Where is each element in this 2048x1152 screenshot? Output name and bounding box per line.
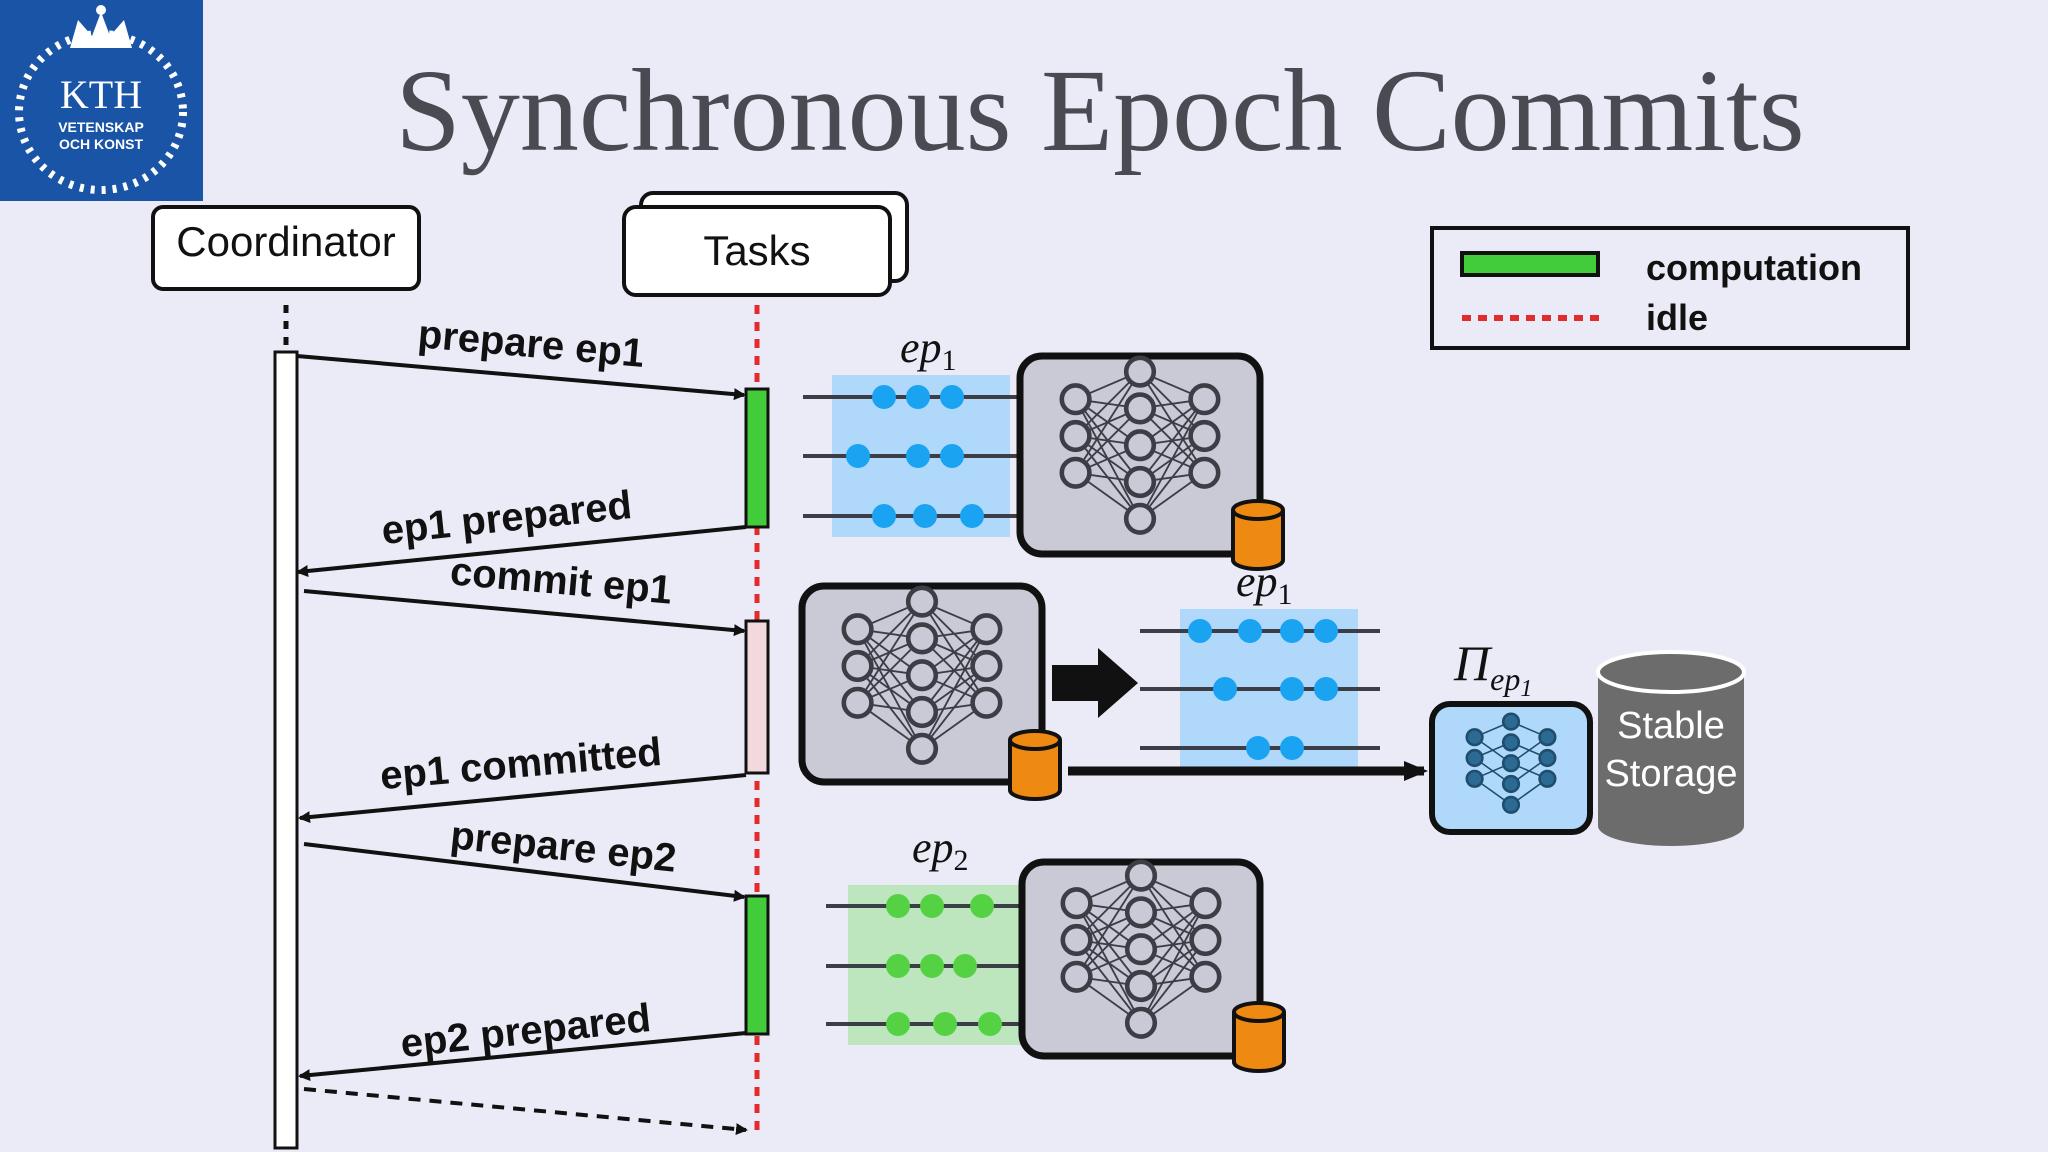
stage-commit-ep1: ep1 Πep1 — [798, 557, 1746, 846]
model-box-ep2 — [1018, 858, 1264, 1060]
forward-arrow-icon — [1052, 648, 1138, 718]
legend-idle-label: idle — [1646, 297, 1708, 338]
message-ep2-prepared: ep2 prepared — [298, 996, 747, 1082]
message-label: prepare ep2 — [448, 813, 678, 880]
epoch-label-ep1: ep1 — [900, 323, 957, 377]
logo-line2: OCH KONST — [59, 136, 143, 152]
stage-ep1-input: ep1 — [803, 323, 1285, 571]
legend-computation-swatch — [1460, 251, 1600, 277]
snapshot-label: Πep1 — [1453, 635, 1532, 702]
tasks-box: Tasks — [622, 191, 909, 297]
message-prepare-ep1: prepare ep1 — [296, 312, 746, 401]
tasks-label: Tasks — [703, 227, 810, 274]
coordinator-label: Coordinator — [176, 218, 395, 265]
model-box-ep1 — [1016, 352, 1264, 558]
logo-name: KTH — [60, 72, 142, 117]
slide-title: Synchronous Epoch Commits — [395, 45, 1805, 176]
message-next-dashed — [303, 1087, 748, 1136]
legend-computation-label: computation — [1646, 247, 1862, 288]
snapshot-model-box — [1429, 701, 1593, 835]
message-prepare-ep2: prepare ep2 — [303, 813, 746, 902]
events-ep1-output — [1188, 619, 1338, 760]
computation-bar-ep1 — [744, 387, 770, 529]
events-ep2 — [886, 894, 1002, 1036]
legend: computation idle — [1430, 226, 1910, 350]
commit-bar-ep1 — [744, 619, 770, 775]
epoch-label-ep2: ep2 — [912, 823, 969, 877]
storage-line1: Stable — [1617, 705, 1725, 747]
state-db-icon — [1008, 729, 1062, 801]
computation-bar-ep2 — [744, 894, 770, 1036]
stage-ep2-input: ep2 — [826, 823, 1286, 1073]
message-ep1-committed: ep1 committed — [298, 730, 747, 824]
coordinator-activation-bar — [273, 350, 299, 1150]
logo-line1: VETENSKAP — [58, 119, 144, 135]
events-ep1 — [846, 385, 984, 528]
message-label: commit ep1 — [448, 549, 673, 612]
coordinator-box: Coordinator — [151, 205, 421, 291]
kth-logo: KTH VETENSKAP OCH KONST — [0, 0, 203, 201]
message-commit-ep1: commit ep1 — [303, 549, 746, 637]
storage-line2: Storage — [1604, 753, 1737, 795]
stable-storage: Stable Storage — [1596, 650, 1746, 846]
epoch-label-ep1-output: ep1 — [1236, 557, 1293, 611]
message-label: prepare ep1 — [416, 312, 646, 376]
model-box-commit — [798, 582, 1046, 786]
state-db-icon — [1232, 1001, 1286, 1073]
